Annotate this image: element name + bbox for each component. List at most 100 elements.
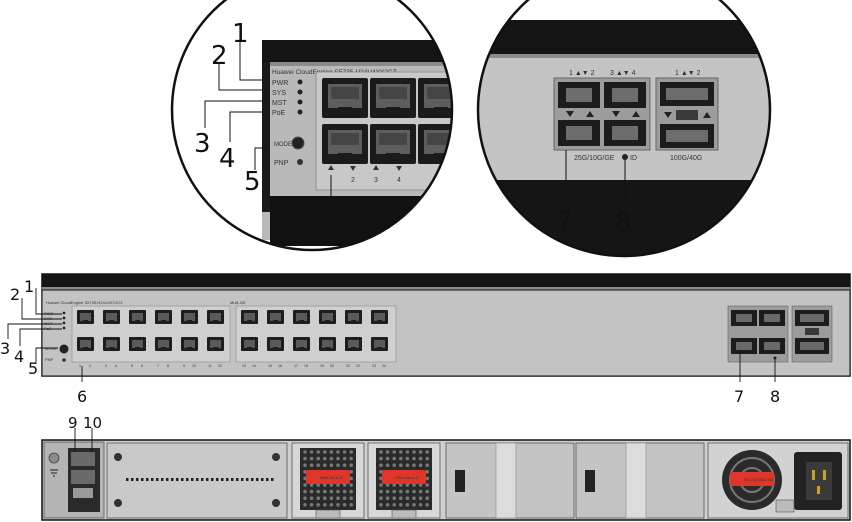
zoom-led-pwr-icon xyxy=(297,79,303,85)
fan-1-handle[interactable] xyxy=(315,509,341,519)
front-port-number-19: 19 xyxy=(320,364,324,368)
zoom-port-arrow-down-icon xyxy=(350,166,356,171)
zoom-led-mst-label: MST xyxy=(272,100,288,107)
zoom-speed-label-qsfp: 100G/40G xyxy=(670,155,702,162)
psu-label: PAC 600S12-BB xyxy=(744,477,774,482)
zoom-port-number-3: 3 xyxy=(374,177,378,184)
callout-6-zoom: 6 xyxy=(322,207,339,237)
front-port-number-15: 15 xyxy=(268,364,272,368)
front-port-number-20: 20 xyxy=(330,364,334,368)
front-port-number-12: 12 xyxy=(218,364,222,368)
console-port xyxy=(71,470,95,484)
callout-8-front: 8 xyxy=(770,387,780,406)
callout-6-front: 6 xyxy=(77,387,87,406)
front-port-number-22: 22 xyxy=(356,364,360,368)
fan-1-label: FAN 031A-G xyxy=(320,475,343,480)
fan-module-2: FAN 031A-G xyxy=(367,442,441,519)
callout-2-zoom: 2 xyxy=(211,41,228,71)
front-model-text: Huawei CloudEngine S5735-H24U4XY2CZ xyxy=(46,300,123,305)
zoom-led-mst-icon xyxy=(297,99,303,105)
console-label: CON xyxy=(80,504,89,509)
zoom-port-2 xyxy=(322,124,368,164)
expansion-slot-vents xyxy=(126,478,274,481)
front-led-sys-label: SYS xyxy=(44,316,52,321)
zoom-qsfp-label-1-2: 1 ▲▼ 2 xyxy=(675,70,701,77)
callout-4-front: 4 xyxy=(14,347,24,366)
front-mode-button-icon xyxy=(59,344,69,354)
ground-symbol-icon xyxy=(50,469,58,477)
zoom-circle-right: 1 ▲▼ 2 3 ▲▼ 4 1 ▲▼ 2 25G/10G/GE ID 100G/… xyxy=(476,0,772,258)
front-led-poe-label: PoE xyxy=(44,326,52,331)
zoom-port-5 xyxy=(418,78,452,118)
rear-panel: CON 9 10 FAN 031A-G FAN 031A-G xyxy=(41,414,851,521)
front-led-mst-label: MST xyxy=(44,321,53,326)
callout-3-front: 3 xyxy=(0,339,10,358)
zoom-led-pwr-label: PWR xyxy=(272,80,288,87)
zoom-port-number-2: 2 xyxy=(351,177,355,184)
mgmt-ethernet-port xyxy=(71,452,95,466)
zoom-led-poe-icon xyxy=(297,109,303,115)
callout-1-front: 1 xyxy=(24,277,34,296)
front-port-number-21: 21 xyxy=(346,364,350,368)
front-port-number-10: 10 xyxy=(192,364,196,368)
front-port-number-11: 11 xyxy=(208,364,212,368)
front-port-number-23: 23 xyxy=(372,364,376,368)
front-port-number-16: 16 xyxy=(278,364,282,368)
power-inlet-icon xyxy=(806,462,832,500)
zoom-mode-button-icon xyxy=(291,136,305,150)
front-port-number-13: 13 xyxy=(242,364,246,368)
front-port-number-7: 7 xyxy=(157,364,159,368)
front-port-number-9: 9 xyxy=(183,364,185,368)
zoom-circle-left: Huawei CloudEngine S5735-H24U4XY2CZ PWR … xyxy=(170,0,454,252)
front-port-number-18: 18 xyxy=(304,364,308,368)
zoom-sfp-label-1-2: 1 ▲▼ 2 xyxy=(569,70,595,77)
front-port-number-1: 1 xyxy=(79,364,81,368)
front-led-pwr-label: PWR xyxy=(44,311,53,316)
zoom-sfp-label-3-4: 3 ▲▼ 4 xyxy=(610,70,636,77)
front-port-number-4: 4 xyxy=(115,364,117,368)
zoom-port-number-4: 4 xyxy=(397,177,401,184)
callout-5-zoom: 5 xyxy=(244,167,261,197)
front-port-number-5: 5 xyxy=(131,364,133,368)
callout-2-front: 2 xyxy=(10,285,20,304)
zoom-led-sys-icon xyxy=(297,89,303,95)
callout-9-rear: 9 xyxy=(68,414,78,432)
usb-port xyxy=(73,488,93,498)
zoom-sfp-arrow-icons xyxy=(566,111,640,117)
psu-handle[interactable] xyxy=(775,499,795,513)
fan-2-handle[interactable] xyxy=(391,509,417,519)
callout-3-zoom: 3 xyxy=(194,129,211,159)
ground-screw-icon xyxy=(48,452,60,464)
zoom-led-poe-label: PoE xyxy=(272,110,286,117)
power-supply-module: PAC 600S12-BB xyxy=(707,442,849,519)
callout-10-rear: 10 xyxy=(83,414,102,432)
front-port-number-2: 2 xyxy=(89,364,91,368)
fan-2-label: FAN 031A-G xyxy=(396,475,419,480)
front-port-number-24: 24 xyxy=(382,364,386,368)
zoom-pnp-label: PNP xyxy=(274,160,289,167)
front-port-number-14: 14 xyxy=(252,364,256,368)
front-pnp-icon xyxy=(62,358,66,362)
callout-4-zoom: 4 xyxy=(219,144,236,174)
zoom-port-arrow-up-icon xyxy=(328,165,334,170)
front-mode-label: MODE xyxy=(45,346,57,351)
front-port-number-8: 8 xyxy=(167,364,169,368)
front-pnp-label: PNP xyxy=(45,357,54,362)
zoom-mode-label: MODE xyxy=(274,142,292,148)
front-multi-ge-text: Multi-GE xyxy=(230,300,246,305)
callout-7-zoom: 7 xyxy=(556,207,573,237)
zoom-id-led-icon xyxy=(622,154,628,160)
zoom-led-sys-label: SYS xyxy=(272,90,286,97)
fan-module-1: FAN 031A-G xyxy=(291,442,365,519)
front-port-number-6: 6 xyxy=(141,364,143,368)
zoom-id-label: ID xyxy=(630,155,637,162)
callout-7-front: 7 xyxy=(734,387,744,406)
zoom-speed-label-sfp: 25G/10G/GE xyxy=(574,155,615,162)
zoom-pnp-icon xyxy=(297,159,303,165)
zoom-port-4 xyxy=(370,124,416,164)
callout-5-front: 5 xyxy=(28,359,38,378)
zoom-port-1 xyxy=(322,78,368,118)
zoom-port-3 xyxy=(370,78,416,118)
callout-8-zoom: 8 xyxy=(615,207,632,237)
